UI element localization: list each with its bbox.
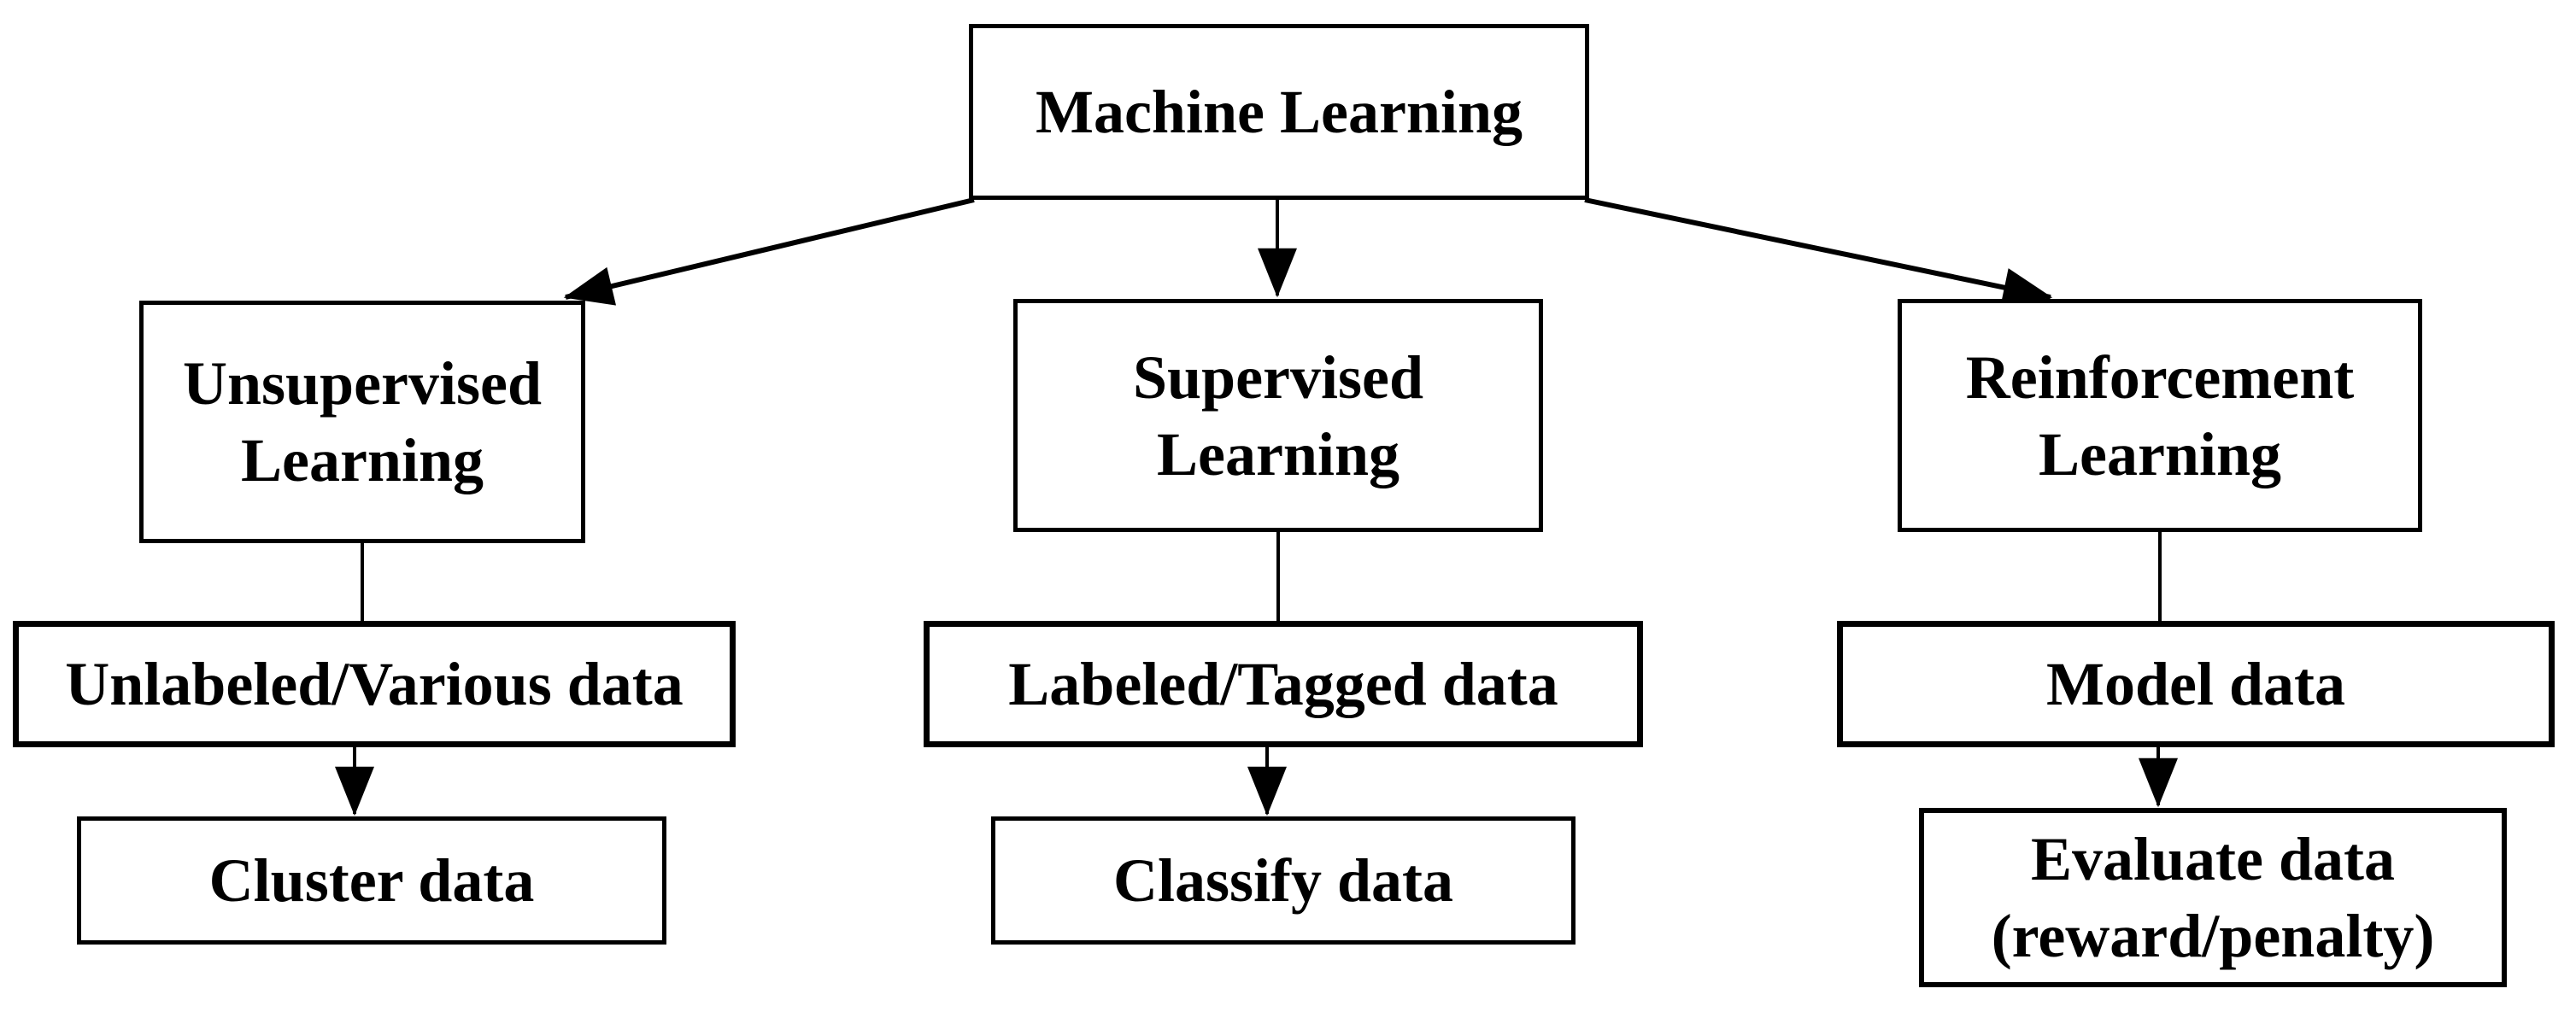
- data-box-label: Model data: [2046, 650, 2345, 718]
- data-box-unlabeled-various-data: Unlabeled/Various data: [13, 621, 736, 747]
- data-box-label: Labeled/Tagged data: [1008, 650, 1558, 718]
- action-box-label: Cluster data: [208, 846, 535, 915]
- action-box-label: Evaluate data (reward/penalty): [1991, 825, 2435, 970]
- branch-box-label: Unsupervised Learning: [182, 349, 543, 494]
- data-box-label: Unlabeled/Various data: [65, 650, 684, 718]
- arrow-root-to-reinforcement: [1584, 197, 2053, 307]
- branch-box-label: Reinforcement Learning: [1965, 342, 2355, 488]
- action-box-label: Classify data: [1112, 846, 1454, 915]
- action-box-cluster-data: Cluster data: [77, 816, 666, 945]
- branch-box-reinforcement-learning: Reinforcement Learning: [1898, 299, 2422, 532]
- root-box-machine-learning: Machine Learning: [969, 24, 1589, 200]
- arrow-root-to-unsupervised: [563, 197, 975, 306]
- branch-box-unsupervised-learning: Unsupervised Learning: [139, 301, 585, 543]
- action-box-classify-data: Classify data: [991, 816, 1576, 945]
- data-box-model-data: Model data: [1837, 621, 2555, 747]
- branch-box-label: Supervised Learning: [1132, 342, 1424, 488]
- data-box-labeled-tagged-data: Labeled/Tagged data: [924, 621, 1643, 747]
- action-box-evaluate-data: Evaluate data (reward/penalty): [1919, 808, 2507, 987]
- branch-box-supervised-learning: Supervised Learning: [1013, 299, 1543, 532]
- root-box-label: Machine Learning: [1036, 78, 1523, 146]
